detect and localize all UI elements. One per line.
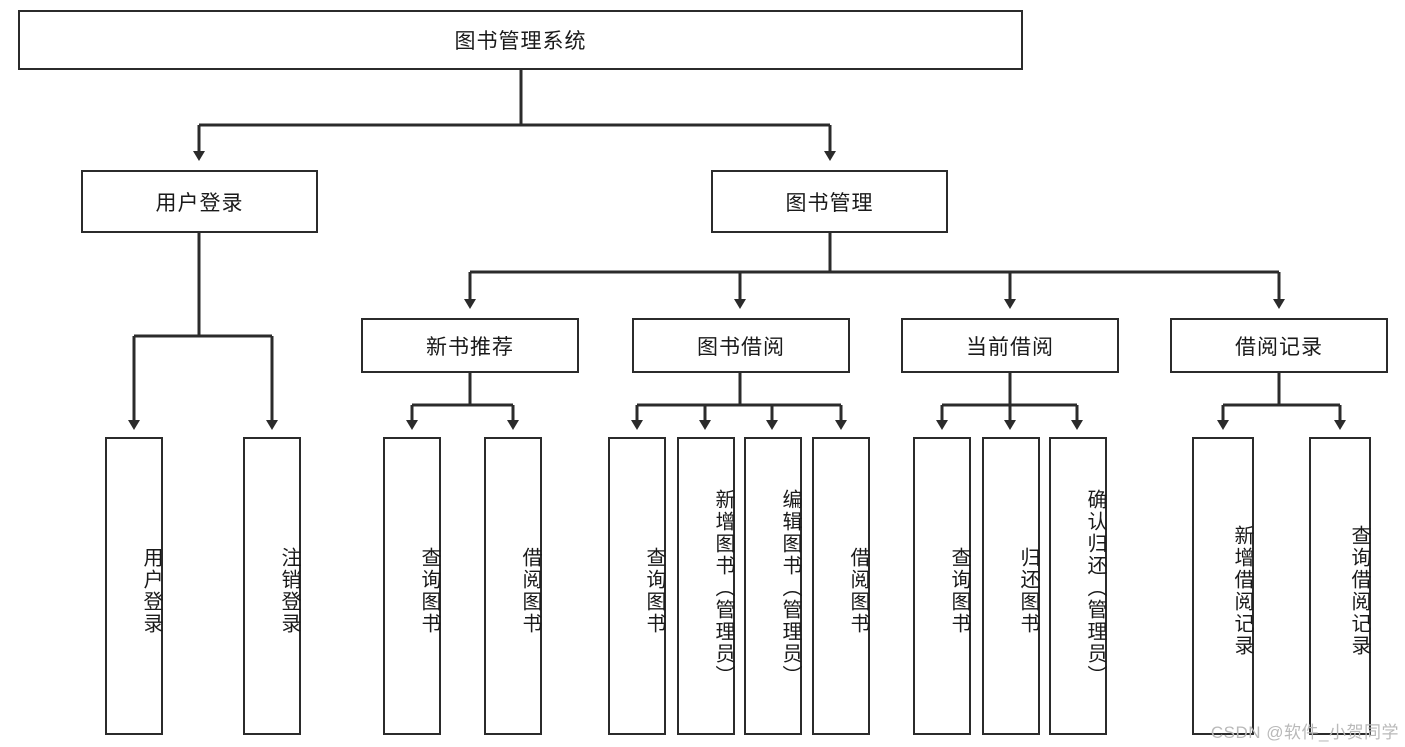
leaf-user-login[interactable]: 用户登录 [105,437,163,735]
leaf-query-record-label: 查询借阅记录 [1348,525,1370,657]
leaf-add-record[interactable]: 新增借阅记录 [1192,437,1254,735]
leaf-return-book[interactable]: 归还图书 [982,437,1040,735]
leaf-confirm-return[interactable]: 确认归还（管理员） [1049,437,1107,735]
leaf-query-book-2-label: 查询图书 [643,547,665,635]
leaf-add-book-label: 新增图书（管理员） [712,489,734,687]
leaf-return-book-label: 归还图书 [1017,547,1039,635]
csdn-watermark: CSDN @软件_小贺同学 [1210,723,1399,742]
node-book-borrow[interactable]: 图书借阅 [632,318,850,373]
leaf-query-book-1-label: 查询图书 [418,547,440,635]
leaf-query-book-1[interactable]: 查询图书 [383,437,441,735]
node-book-manage-label: 图书管理 [785,191,874,215]
node-current-borrow-label: 当前借阅 [966,335,1054,359]
leaf-add-book[interactable]: 新增图书（管理员） [677,437,735,735]
leaf-query-book-3-label: 查询图书 [948,547,970,635]
leaf-query-book-2[interactable]: 查询图书 [608,437,666,735]
leaf-borrow-book-2-label: 借阅图书 [847,547,869,635]
leaf-logout-label: 注销登录 [278,547,300,635]
leaf-query-record[interactable]: 查询借阅记录 [1309,437,1371,735]
leaf-logout[interactable]: 注销登录 [243,437,301,735]
leaf-edit-book[interactable]: 编辑图书（管理员） [744,437,802,735]
node-root[interactable]: 图书管理系统 [18,10,1023,70]
leaf-edit-book-label: 编辑图书（管理员） [779,489,801,687]
node-user-login[interactable]: 用户登录 [81,170,318,233]
node-root-label: 图书管理系统 [454,30,587,53]
leaf-borrow-book-1[interactable]: 借阅图书 [484,437,542,735]
leaf-borrow-book-1-label: 借阅图书 [519,547,541,635]
node-borrow-record[interactable]: 借阅记录 [1170,318,1388,373]
node-user-login-label: 用户登录 [155,191,244,215]
node-new-book-rec[interactable]: 新书推荐 [361,318,579,373]
leaf-user-login-label: 用户登录 [140,547,162,635]
leaf-borrow-book-2[interactable]: 借阅图书 [812,437,870,735]
node-book-manage[interactable]: 图书管理 [711,170,948,233]
node-new-book-rec-label: 新书推荐 [426,335,514,359]
node-current-borrow[interactable]: 当前借阅 [901,318,1119,373]
leaf-add-record-label: 新增借阅记录 [1231,525,1253,657]
node-book-borrow-label: 图书借阅 [697,335,785,359]
leaf-confirm-return-label: 确认归还（管理员） [1084,489,1106,687]
leaf-query-book-3[interactable]: 查询图书 [913,437,971,735]
node-borrow-record-label: 借阅记录 [1235,335,1323,359]
